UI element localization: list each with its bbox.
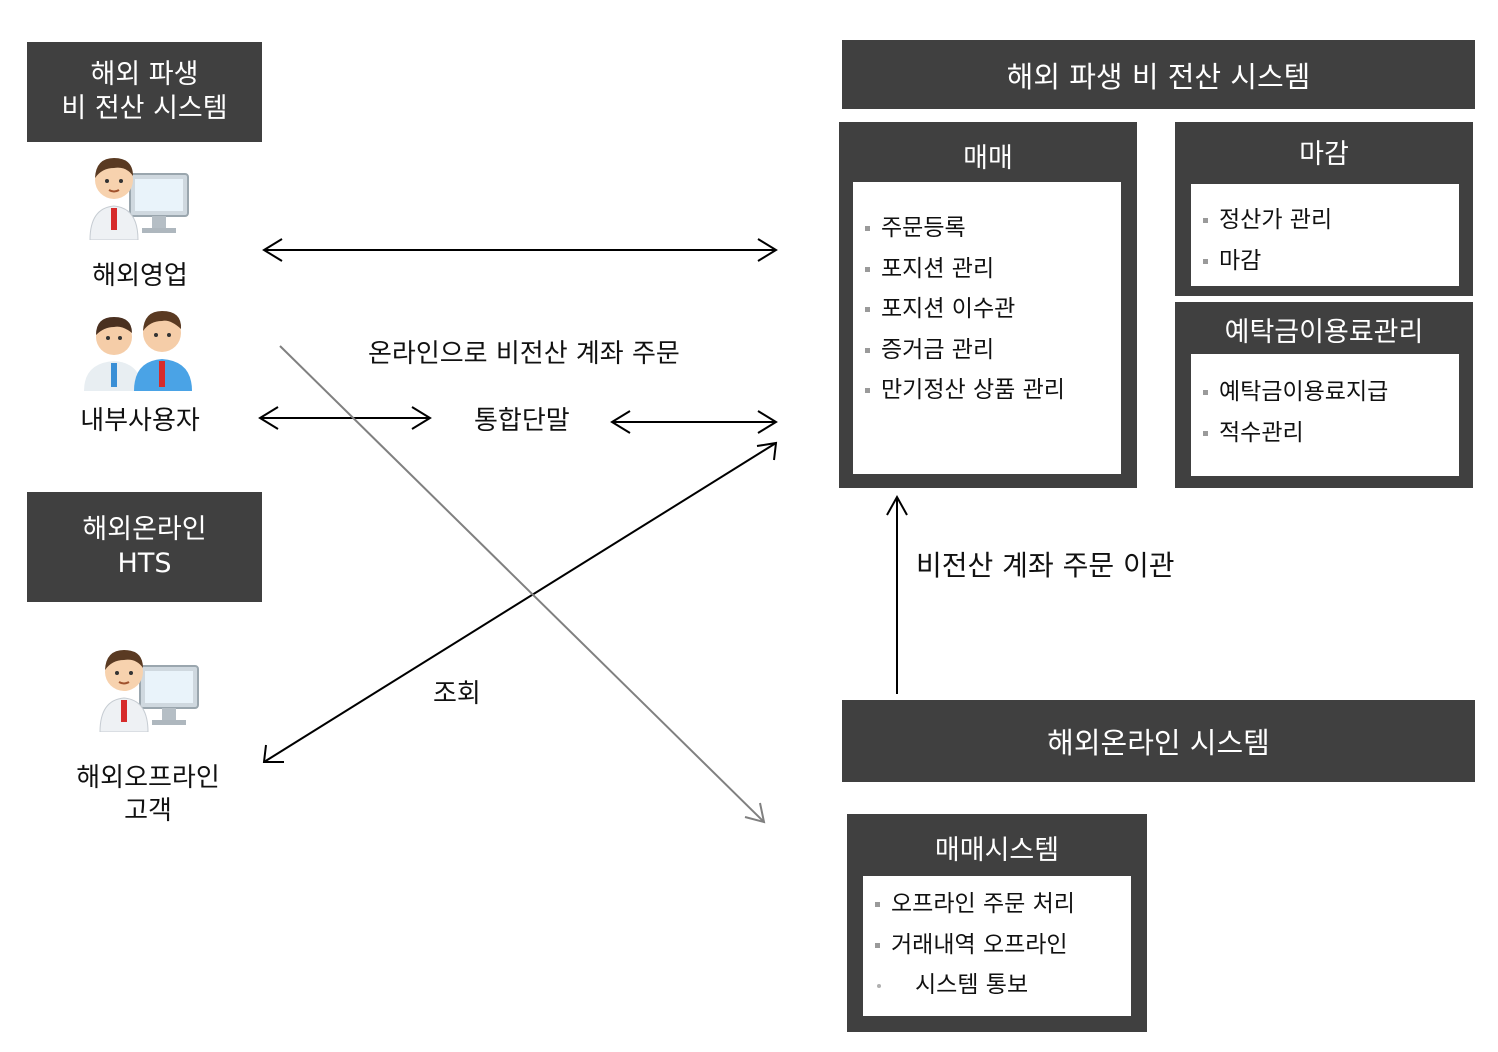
nonsys-box-line1: 해외 파생 bbox=[90, 59, 199, 91]
trading-panel: 매매 주문등록 포지션 관리 포지션 이수관 증거금 관리 만기정산 상품 관리 bbox=[839, 122, 1137, 488]
actor-offline-line1: 해외오프라인 bbox=[76, 763, 220, 793]
nonsys-header: 해외 파생 비 전산 시스템 bbox=[842, 40, 1475, 109]
deposit-fee-list-box: 예탁금이용료지급 적수관리 bbox=[1191, 354, 1459, 476]
trade-system-item: 오프라인 주문 처리 bbox=[863, 884, 1131, 925]
inquiry-arrow bbox=[263, 442, 777, 763]
trade-system-item: 시스템 통보 bbox=[863, 965, 1131, 1006]
hts-box-line2: HTS bbox=[117, 548, 172, 579]
nonsys-box: 해외 파생 비 전산 시스템 bbox=[27, 42, 262, 142]
hts-box-line1: 해외온라인 bbox=[82, 514, 207, 546]
actor-offline-line2: 고객 bbox=[124, 795, 172, 826]
person-computer-icon bbox=[99, 650, 199, 732]
trading-item: 만기정산 상품 관리 bbox=[853, 370, 1121, 411]
trading-item: 포지션 관리 bbox=[853, 249, 1121, 290]
inquiry-label: 조회 bbox=[433, 679, 481, 709]
terminal-label: 통합단말 bbox=[474, 406, 570, 436]
closing-list: 정산가 관리 마감 bbox=[1191, 200, 1459, 281]
deposit-fee-item: 예탁금이용료지급 bbox=[1191, 372, 1459, 413]
trade-system-item: 거래내역 오프라인 bbox=[863, 925, 1131, 966]
deposit-fee-panel: 예탁금이용료관리 예탁금이용료지급 적수관리 bbox=[1175, 302, 1473, 488]
closing-title: 마감 bbox=[1299, 139, 1349, 170]
trade-system-list-box: 오프라인 주문 처리 거래내역 오프라인 시스템 통보 bbox=[863, 876, 1131, 1016]
trade-system-panel: 매매시스템 오프라인 주문 처리 거래내역 오프라인 시스템 통보 bbox=[847, 814, 1147, 1032]
trading-item: 주문등록 bbox=[853, 208, 1121, 249]
transfer-label: 비전산 계좌 주문 이관 bbox=[916, 549, 1175, 582]
nonsys-box-line2: 비 전산 시스템 bbox=[61, 93, 228, 124]
trading-item: 증거금 관리 bbox=[853, 330, 1121, 371]
online-order-arrow bbox=[279, 345, 765, 823]
online-system-box: 해외온라인 시스템 bbox=[842, 700, 1475, 782]
online-order-label: 온라인으로 비전산 계좌 주문 bbox=[368, 339, 680, 369]
actor-sales-label: 해외영업 bbox=[92, 261, 188, 291]
closing-panel: 마감 정산가 관리 마감 bbox=[1175, 122, 1473, 296]
deposit-fee-item: 적수관리 bbox=[1191, 413, 1459, 454]
deposit-fee-list: 예탁금이용료지급 적수관리 bbox=[1191, 372, 1459, 453]
hts-box: 해외온라인 HTS bbox=[27, 492, 262, 602]
trade-system-list: 오프라인 주문 처리 거래내역 오프라인 시스템 통보 bbox=[863, 884, 1131, 1006]
closing-item: 정산가 관리 bbox=[1191, 200, 1459, 241]
closing-list-box: 정산가 관리 마감 bbox=[1191, 184, 1459, 286]
trading-item: 포지션 이수관 bbox=[853, 289, 1121, 330]
trade-system-title: 매매시스템 bbox=[934, 835, 1060, 866]
closing-item: 마감 bbox=[1191, 241, 1459, 282]
trading-list-box: 주문등록 포지션 관리 포지션 이수관 증거금 관리 만기정산 상품 관리 bbox=[853, 182, 1121, 474]
actor-internal-label: 내부사용자 bbox=[80, 406, 200, 436]
trading-list: 주문등록 포지션 관리 포지션 이수관 증거금 관리 만기정산 상품 관리 bbox=[853, 208, 1121, 411]
person-computer-icon bbox=[89, 158, 189, 240]
deposit-fee-title: 예탁금이용료관리 bbox=[1224, 317, 1424, 348]
trading-title: 매매 bbox=[963, 143, 1013, 174]
two-people-icon bbox=[84, 311, 192, 391]
actor-offline-label: 해외오프라인 고객 bbox=[48, 762, 248, 827]
